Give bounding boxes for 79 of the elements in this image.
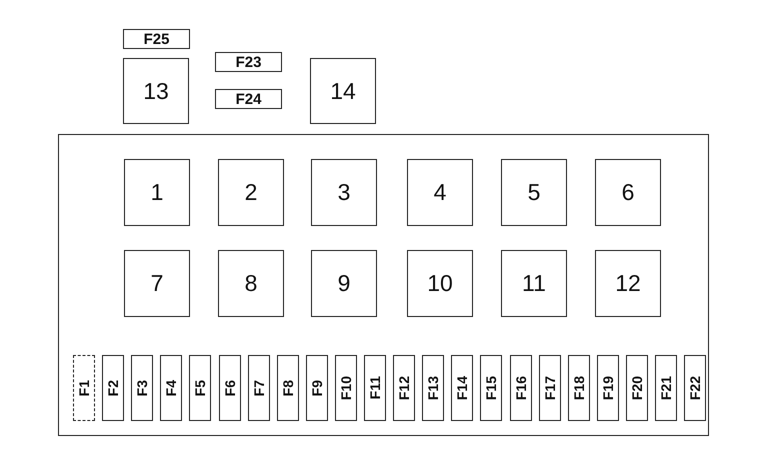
fuse-slot [626, 355, 648, 421]
fuse-slot [248, 355, 270, 421]
relay-slot [218, 250, 284, 317]
fuse-label: F5 [192, 380, 208, 396]
fuse-slot [364, 355, 386, 421]
fuse-label: F23 [236, 54, 262, 70]
fuse-label: F3 [134, 380, 150, 396]
fuse-slot [102, 355, 124, 421]
fuse-label: F7 [250, 380, 267, 396]
fuse-slot [538, 355, 561, 421]
fuse-label: F16 [512, 376, 528, 400]
fuse-label: F24 [236, 90, 262, 108]
fuse-slot [684, 355, 706, 421]
relay-slot [407, 250, 473, 317]
fuse-slot [73, 355, 95, 421]
relay-number: 14 [330, 78, 356, 104]
fuse-label: F11 [367, 376, 383, 400]
fuse-label: F14 [454, 376, 470, 400]
fuse-label: F22 [687, 376, 704, 400]
fuse-slot [480, 355, 502, 421]
fuse-slot [334, 355, 357, 421]
fuse-slot [568, 355, 590, 421]
fuse-label: F25 [144, 30, 170, 48]
fuse-slot [393, 355, 416, 421]
fuse-slot [306, 355, 328, 421]
relay-number: 11 [522, 270, 546, 297]
relay-slot [124, 250, 190, 317]
relay-slot [311, 159, 377, 226]
fuse-label: F6 [222, 380, 238, 396]
relay-number: 10 [427, 270, 453, 297]
fuse-label: F18 [570, 376, 587, 400]
relay-slot [123, 58, 189, 124]
fuse-label: F15 [483, 376, 500, 400]
relay-slot [310, 58, 376, 124]
fuse-label: F12 [396, 376, 412, 400]
fuse-label: F9 [308, 380, 325, 396]
fuse-label: F4 [163, 380, 180, 396]
relay-number: 7 [150, 270, 164, 297]
relay-number: 1 [150, 179, 164, 206]
fuse-label: F10 [338, 376, 354, 400]
relay-number: 3 [338, 179, 350, 206]
fuse-slot [510, 355, 532, 421]
relay-slot [218, 159, 284, 226]
fuse-label: F19 [600, 376, 616, 400]
fuse-slot [596, 355, 619, 421]
fuse-slot [276, 355, 299, 421]
fuse-slot [160, 355, 182, 421]
fuse-label: F20 [628, 376, 645, 400]
relay-slot [595, 250, 661, 317]
fuse-slot [655, 355, 677, 421]
relay-number: 8 [244, 270, 258, 297]
fuse-label: F17 [542, 376, 558, 400]
fuse-box-panel [58, 134, 709, 436]
fuse-label: F2 [105, 380, 122, 396]
relay-slot [311, 250, 377, 317]
relay-slot [124, 159, 190, 226]
fuse-slot [451, 355, 474, 421]
fuse-label: F13 [425, 376, 442, 400]
fuse-slot [422, 355, 444, 421]
fuse-slot [215, 52, 282, 72]
relay-slot [407, 159, 473, 226]
relay-number: 5 [528, 179, 540, 206]
relay-number: 2 [244, 179, 258, 206]
relay-slot [501, 159, 567, 226]
fuse-slot [215, 89, 282, 109]
relay-slot [595, 159, 661, 226]
relay-number: 12 [615, 270, 641, 297]
relay-number: 6 [622, 179, 634, 206]
relay-number: 4 [434, 179, 446, 206]
relay-number: 13 [143, 78, 169, 104]
fuse-slot [189, 355, 212, 421]
fuse-label: F8 [280, 380, 296, 396]
fuse-slot [218, 355, 240, 421]
fuse-label: F21 [658, 376, 674, 400]
fuse-label: F1 [76, 380, 92, 396]
relay-slot [501, 250, 567, 317]
relay-number: 9 [338, 270, 350, 297]
fuse-slot [123, 29, 190, 49]
fuse-slot [131, 355, 154, 421]
